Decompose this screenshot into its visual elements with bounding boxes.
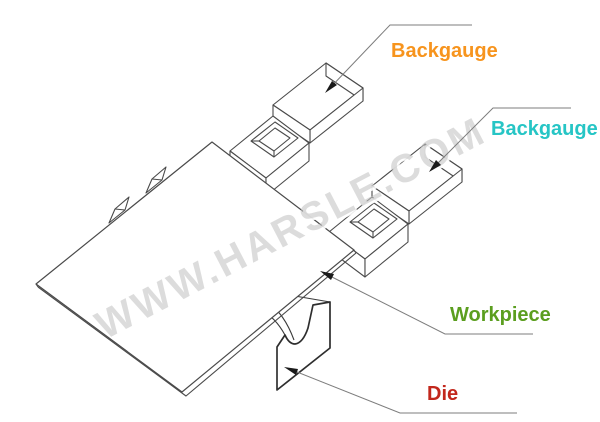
backgauge1-leader-line — [327, 24, 472, 91]
backgauge2-leader-line — [431, 107, 571, 170]
die-arrowhead — [284, 367, 298, 375]
sheet-thickness-cap — [353, 249, 357, 254]
callout-leaders — [284, 24, 571, 414]
workpiece-label: Workpiece — [450, 304, 551, 326]
workpiece-arrowhead — [320, 271, 334, 280]
backgauge1-arrowhead — [325, 81, 337, 93]
backgauge1-label: Backgauge — [391, 40, 498, 62]
sheet-top-face — [35, 141, 355, 393]
backgauge2-arrowhead — [429, 160, 441, 172]
backgauge2-label: Backgauge — [491, 118, 598, 140]
die-body-outline — [276, 301, 331, 391]
die-leader-line — [286, 367, 517, 414]
sheet-thickness-line — [37, 252, 357, 397]
bg2-finger-side-face — [364, 223, 409, 278]
sheet-tab-fold-line — [114, 208, 126, 211]
die-label: Die — [427, 383, 458, 405]
bg2-bar-front-face — [371, 185, 410, 225]
sheet-bent-tab — [145, 166, 167, 194]
sheet-thickness-cap — [35, 283, 39, 288]
callout-labels: Backgauge Backgauge Workpiece Die — [391, 40, 598, 405]
workpiece-sheet-drawing — [35, 141, 357, 397]
sheet-bent-tab — [108, 196, 130, 224]
bg1-bar-front-face — [272, 104, 311, 144]
workpiece-leader-line — [323, 272, 533, 335]
sheet-tab-fold-line — [151, 178, 163, 181]
backgauge-2-drawing — [328, 143, 463, 278]
